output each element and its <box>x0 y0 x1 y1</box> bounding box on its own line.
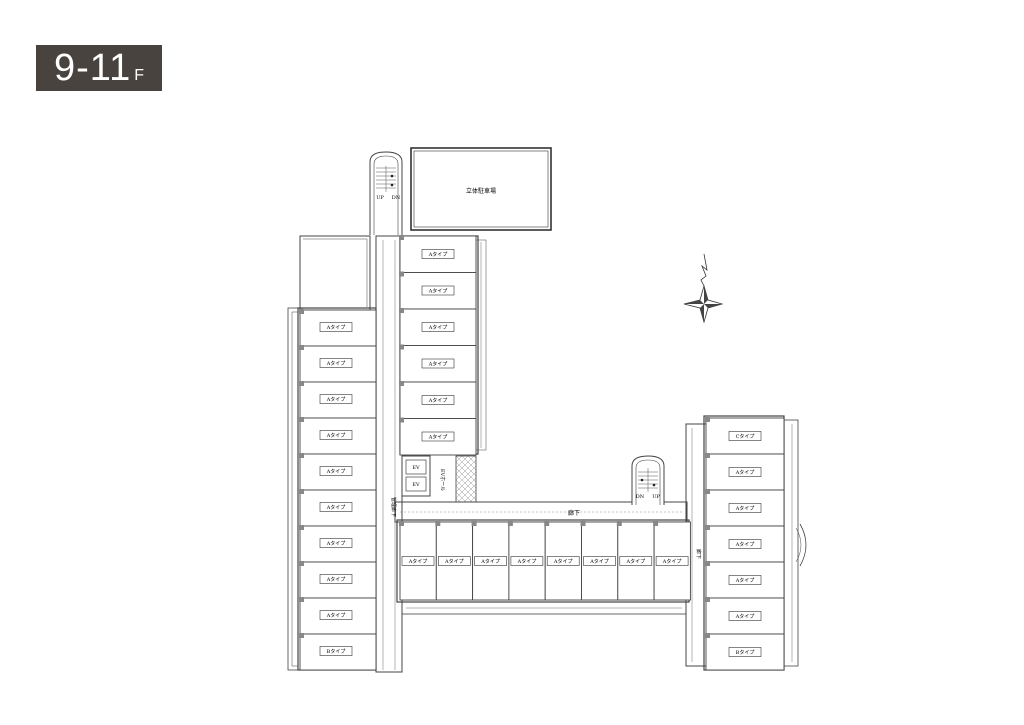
room-south-8: Aタイプ <box>653 521 691 601</box>
room-west-6: Aタイプ <box>299 489 377 527</box>
room-south-6-label: Aタイプ <box>589 558 609 565</box>
room-inner-6-label: Aタイプ <box>428 434 448 441</box>
room-south-7-label: Aタイプ <box>625 558 645 565</box>
room-east-1-label: Cタイプ <box>736 433 755 440</box>
room-south-5: Aタイプ <box>544 521 582 601</box>
room-west-3: Aタイプ <box>299 381 377 419</box>
elevator-2-label: EV <box>412 482 420 488</box>
room-west-2: Aタイプ <box>299 345 377 383</box>
room-west-10-label: Bタイプ <box>327 648 346 655</box>
room-west-4: Aタイプ <box>299 417 377 455</box>
room-inner-1: Aタイプ <box>399 235 477 273</box>
room-west-2-label: Aタイプ <box>326 360 346 367</box>
room-inner-5: Aタイプ <box>399 381 477 419</box>
north-stair: UP DN <box>369 151 403 235</box>
room-west-1-label: Aタイプ <box>326 324 346 331</box>
room-south-4-label: Aタイプ <box>517 558 537 565</box>
room-south-2: Aタイプ <box>435 521 474 601</box>
room-south-5-label: Aタイプ <box>553 558 573 565</box>
room-units: Aタイプ Aタイプ Aタイプ Aタイプ Aタイプ Aタイプ Aタイプ Aタイプ Aタイプ Bタイプ… <box>299 235 785 671</box>
room-inner-4-label: Aタイプ <box>428 361 448 368</box>
room-east-6: Aタイプ <box>705 597 785 635</box>
room-west-8: Aタイプ <box>299 561 377 599</box>
room-south-8-label: Aタイプ <box>662 558 682 565</box>
room-east-2: Aタイプ <box>705 453 785 491</box>
room-inner-4: Aタイプ <box>399 344 477 383</box>
room-west-5: Aタイプ <box>299 453 377 491</box>
east-stair-down: DN <box>636 494 645 500</box>
elevator-hall-label: EVホール <box>439 469 445 491</box>
east-stair: DN UP <box>631 455 665 505</box>
room-south-4: Aタイプ <box>507 521 546 601</box>
room-inner-3-label: Aタイプ <box>428 324 448 331</box>
room-east-2-label: Aタイプ <box>735 469 755 476</box>
room-east-3-label: Aタイプ <box>735 505 755 512</box>
room-inner-6: Aタイプ <box>399 417 477 456</box>
room-east-4-label: Aタイプ <box>735 541 755 548</box>
floor-number: 9-11 <box>53 47 132 89</box>
east-stair-up: UP <box>652 494 660 500</box>
room-inner-1-label: Aタイプ <box>428 251 448 258</box>
room-south-3-label: Aタイプ <box>480 558 500 565</box>
room-west-6-label: Aタイプ <box>326 504 346 511</box>
corridor-east-label: 廊下 <box>695 549 702 559</box>
room-south-6: Aタイプ <box>580 521 619 601</box>
elevator-1-label: EV <box>412 465 420 471</box>
room-west-9: Aタイプ <box>299 597 377 635</box>
north-stair-up: UP <box>376 195 384 201</box>
room-west-7-label: Aタイプ <box>326 540 346 547</box>
north-stair-down: DN <box>392 195 401 201</box>
room-east-5-label: Aタイプ <box>735 577 755 584</box>
room-west-7: Aタイプ <box>299 525 377 563</box>
room-west-5-label: Aタイプ <box>326 468 346 475</box>
parking-structure: 立体駐車場 <box>410 147 552 231</box>
room-west-3-label: Aタイプ <box>326 396 346 403</box>
room-south-1-label: Aタイプ <box>408 558 428 565</box>
room-south-1: Aタイプ <box>399 521 437 601</box>
elevator-core: EV EV EVホール <box>401 455 477 503</box>
room-east-6-label: Aタイプ <box>735 613 755 620</box>
room-east-7-label: Bタイプ <box>736 649 755 656</box>
room-south-3: Aタイプ <box>471 521 510 601</box>
floor-badge: 9-11 F <box>36 45 162 91</box>
room-inner-3: Aタイプ <box>399 308 477 346</box>
room-east-4: Aタイプ <box>705 525 785 563</box>
room-east-5: Aタイプ <box>705 561 785 599</box>
room-west-9-label: Aタイプ <box>326 612 346 619</box>
room-east-1: Cタイプ <box>705 417 785 455</box>
room-west-10: Bタイプ <box>299 633 377 671</box>
room-inner-5-label: Aタイプ <box>428 397 448 404</box>
room-east-7: Bタイプ <box>705 633 785 671</box>
corridor-west-label: 管理廊下 <box>390 497 397 517</box>
room-west-1: Aタイプ <box>299 309 377 347</box>
room-south-7: Aタイプ <box>616 521 655 601</box>
compass-icon <box>683 253 724 324</box>
room-south-2-label: Aタイプ <box>444 558 464 565</box>
room-east-3: Aタイプ <box>705 489 785 527</box>
room-inner-2: Aタイプ <box>399 271 477 310</box>
floor-suffix: F <box>134 67 145 84</box>
parking-label: 立体駐車場 <box>466 187 496 195</box>
room-inner-2-label: Aタイプ <box>428 288 448 295</box>
room-west-8-label: Aタイプ <box>326 576 346 583</box>
corridor-label: 廊下 <box>568 509 580 517</box>
room-west-4-label: Aタイプ <box>326 432 346 439</box>
